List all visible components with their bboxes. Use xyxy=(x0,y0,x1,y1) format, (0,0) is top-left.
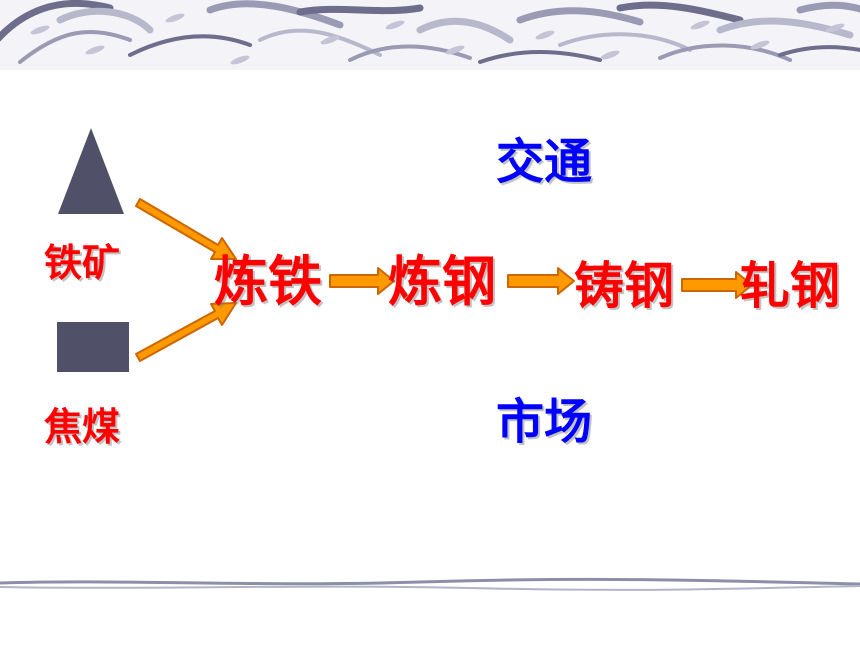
banner-texture-fleck xyxy=(535,30,555,40)
process-step-ironmaking: 炼铁 xyxy=(214,250,322,313)
arrow-steelmaking-to-casting xyxy=(507,267,575,295)
process-step-rolling: 轧钢 xyxy=(740,257,840,315)
process-step-steelmaking: 炼钢 xyxy=(388,250,496,313)
banner-texture-stroke xyxy=(796,1,860,14)
banner-texture-fleck xyxy=(320,35,340,45)
arrow-ironmaking-to-steelmaking xyxy=(329,267,395,295)
banner-texture-fleck xyxy=(750,40,770,50)
banner-texture-stroke xyxy=(128,34,252,57)
process-step-casting: 铸钢 xyxy=(574,257,674,315)
banner-texture-stroke xyxy=(616,1,744,24)
banner-texture-fleck xyxy=(30,25,50,35)
banner-texture-stroke xyxy=(296,4,424,16)
decorative-banner xyxy=(0,0,860,70)
banner-texture-stroke xyxy=(18,29,132,64)
banner-texture-stroke xyxy=(56,7,154,34)
banner-texture-stroke xyxy=(206,0,344,29)
banner-texture-fleck xyxy=(385,20,405,30)
banner-texture-fleck xyxy=(825,23,845,33)
factor-transport-label: 交通 xyxy=(496,134,593,190)
banner-texture-stroke xyxy=(0,0,114,42)
banner-texture-stroke xyxy=(478,50,602,64)
banner-texture-stroke xyxy=(658,43,792,62)
banner-texture-stroke xyxy=(778,45,860,57)
banner-texture-fleck xyxy=(600,50,620,60)
banner-texture-stroke xyxy=(558,32,692,52)
decorative-divider xyxy=(0,577,860,591)
iron-ore-triangle-icon xyxy=(58,128,124,214)
banner-texture-fleck xyxy=(230,55,250,65)
banner-texture-stroke xyxy=(258,28,382,57)
coke-label: 焦煤 xyxy=(44,405,121,449)
banner-texture-fleck xyxy=(165,13,185,23)
iron-ore-label: 铁矿 xyxy=(44,241,121,285)
banner-texture-fleck xyxy=(690,20,710,30)
banner-texture-stroke xyxy=(416,17,514,44)
banner-texture-fleck xyxy=(445,45,465,55)
factor-market-label: 市场 xyxy=(496,394,593,450)
coke-square-icon xyxy=(57,322,129,372)
banner-texture-stroke xyxy=(516,7,644,26)
banner-texture-fleck xyxy=(85,45,105,55)
